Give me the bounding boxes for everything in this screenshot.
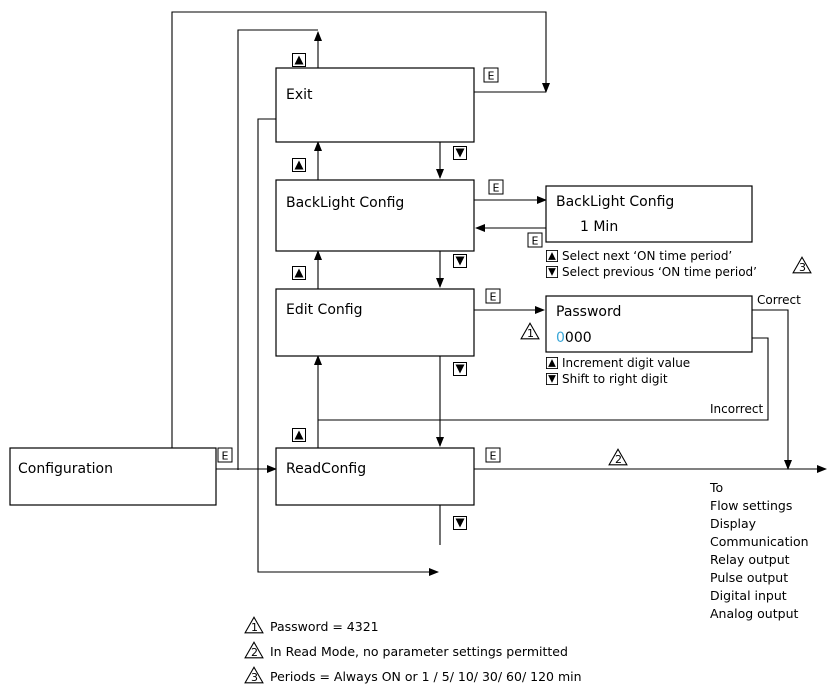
svg-text:E: E bbox=[222, 450, 229, 463]
down-key-icon bbox=[453, 146, 467, 160]
svg-text:1: 1 bbox=[527, 327, 534, 340]
readconfig-box[interactable]: ReadConfig bbox=[275, 447, 475, 506]
svg-text:2: 2 bbox=[251, 646, 258, 659]
exit-label: Exit bbox=[286, 87, 313, 103]
backlight-config-box[interactable]: BackLight Config bbox=[275, 179, 475, 252]
readconfig-label: ReadConfig bbox=[286, 461, 366, 477]
backlight-hint-next: Select next ‘ON time period’ bbox=[562, 249, 732, 263]
password-remaining-digits: 000 bbox=[565, 330, 592, 346]
connectors bbox=[171, 11, 827, 576]
correct-line bbox=[752, 309, 792, 470]
correct-label: Correct bbox=[757, 293, 801, 307]
footnote-3: 3 Periods = Always ON or 1 / 5/ 10/ 30/ … bbox=[244, 666, 582, 684]
svg-text:E: E bbox=[490, 450, 497, 463]
backlight-value: 1 Min bbox=[580, 219, 618, 235]
svg-text:E: E bbox=[493, 182, 500, 195]
backlight-hint-previous: Select previous ‘ON time period’ bbox=[562, 265, 757, 279]
backlight-value-title: BackLight Config bbox=[556, 194, 674, 210]
incorrect-label: Incorrect bbox=[710, 402, 763, 416]
password-title: Password bbox=[556, 304, 621, 320]
footnotes: 1 Password = 4321 2 In Read Mode, no par… bbox=[244, 616, 582, 684]
destination-item: Display bbox=[710, 516, 757, 531]
exit-box[interactable]: Exit bbox=[275, 67, 475, 143]
e-key-icon: E bbox=[527, 232, 543, 248]
destination-item: Pulse output bbox=[710, 570, 788, 585]
note-1-warning-icon: 1 bbox=[520, 322, 540, 340]
destinations-list: To Flow settings Display Communication R… bbox=[709, 480, 809, 621]
down-key-icon bbox=[453, 254, 467, 268]
password-box[interactable]: Password 0000 bbox=[545, 295, 753, 353]
destination-item: To bbox=[709, 480, 723, 495]
backlight-config-label: BackLight Config bbox=[286, 195, 404, 211]
password-first-digit: 0 bbox=[556, 330, 565, 346]
up-key-icon bbox=[292, 158, 306, 172]
e-key-icons: E E E E E E bbox=[217, 67, 543, 463]
destination-item: Digital input bbox=[710, 588, 787, 603]
svg-text:1: 1 bbox=[251, 621, 258, 634]
svg-text:3: 3 bbox=[251, 671, 258, 684]
note-2-warning-icon: 2 bbox=[608, 448, 628, 466]
up-key-icon bbox=[546, 357, 558, 369]
backlight-hints: Select next ‘ON time period’ Select prev… bbox=[546, 249, 812, 279]
e-key-icon: E bbox=[488, 179, 504, 195]
svg-text:E: E bbox=[490, 291, 497, 304]
destination-item: Communication bbox=[710, 534, 809, 549]
e-key-icon: E bbox=[485, 288, 501, 304]
up-key-icon bbox=[292, 428, 306, 442]
svg-text:E: E bbox=[488, 70, 495, 83]
configuration-label: Configuration bbox=[18, 461, 113, 477]
footnote-text: In Read Mode, no parameter settings perm… bbox=[270, 644, 568, 659]
footnote-text: Password = 4321 bbox=[270, 619, 379, 634]
password-hint-increment: Increment digit value bbox=[562, 356, 690, 370]
bypass-line bbox=[257, 118, 439, 576]
up-key-icon bbox=[292, 53, 306, 67]
down-key-icon bbox=[453, 362, 467, 376]
e-key-icon: E bbox=[485, 447, 501, 463]
e-key-icon: E bbox=[217, 447, 233, 463]
return-top-line bbox=[237, 29, 318, 470]
destination-item: Flow settings bbox=[710, 498, 792, 513]
edit-config-box[interactable]: Edit Config bbox=[275, 288, 475, 357]
configuration-box[interactable]: Configuration bbox=[9, 447, 217, 506]
down-key-icon bbox=[546, 266, 558, 278]
password-hint-shift: Shift to right digit bbox=[562, 372, 668, 386]
password-value: 0000 bbox=[556, 330, 592, 346]
incorrect-line bbox=[318, 337, 769, 421]
up-key-icon bbox=[546, 250, 558, 262]
footnote-1: 1 Password = 4321 bbox=[244, 616, 379, 634]
svg-text:3: 3 bbox=[799, 261, 806, 274]
exit-loop-line bbox=[171, 11, 550, 448]
note-3-warning-icon: 3 bbox=[792, 256, 812, 274]
svg-text:2: 2 bbox=[615, 453, 622, 466]
footnote-2: 2 In Read Mode, no parameter settings pe… bbox=[244, 641, 568, 659]
destination-item: Relay output bbox=[710, 552, 790, 567]
footnote-text: Periods = Always ON or 1 / 5/ 10/ 30/ 60… bbox=[270, 669, 582, 684]
password-hints: Increment digit value Shift to right dig… bbox=[520, 322, 690, 386]
down-key-icon bbox=[546, 373, 558, 385]
up-key-icon bbox=[292, 266, 306, 280]
destination-item: Analog output bbox=[710, 606, 798, 621]
e-key-icon: E bbox=[483, 67, 499, 83]
backlight-value-box[interactable]: BackLight Config 1 Min bbox=[545, 185, 753, 243]
svg-text:E: E bbox=[532, 235, 539, 248]
down-key-icon bbox=[453, 516, 467, 530]
edit-config-label: Edit Config bbox=[286, 302, 362, 318]
